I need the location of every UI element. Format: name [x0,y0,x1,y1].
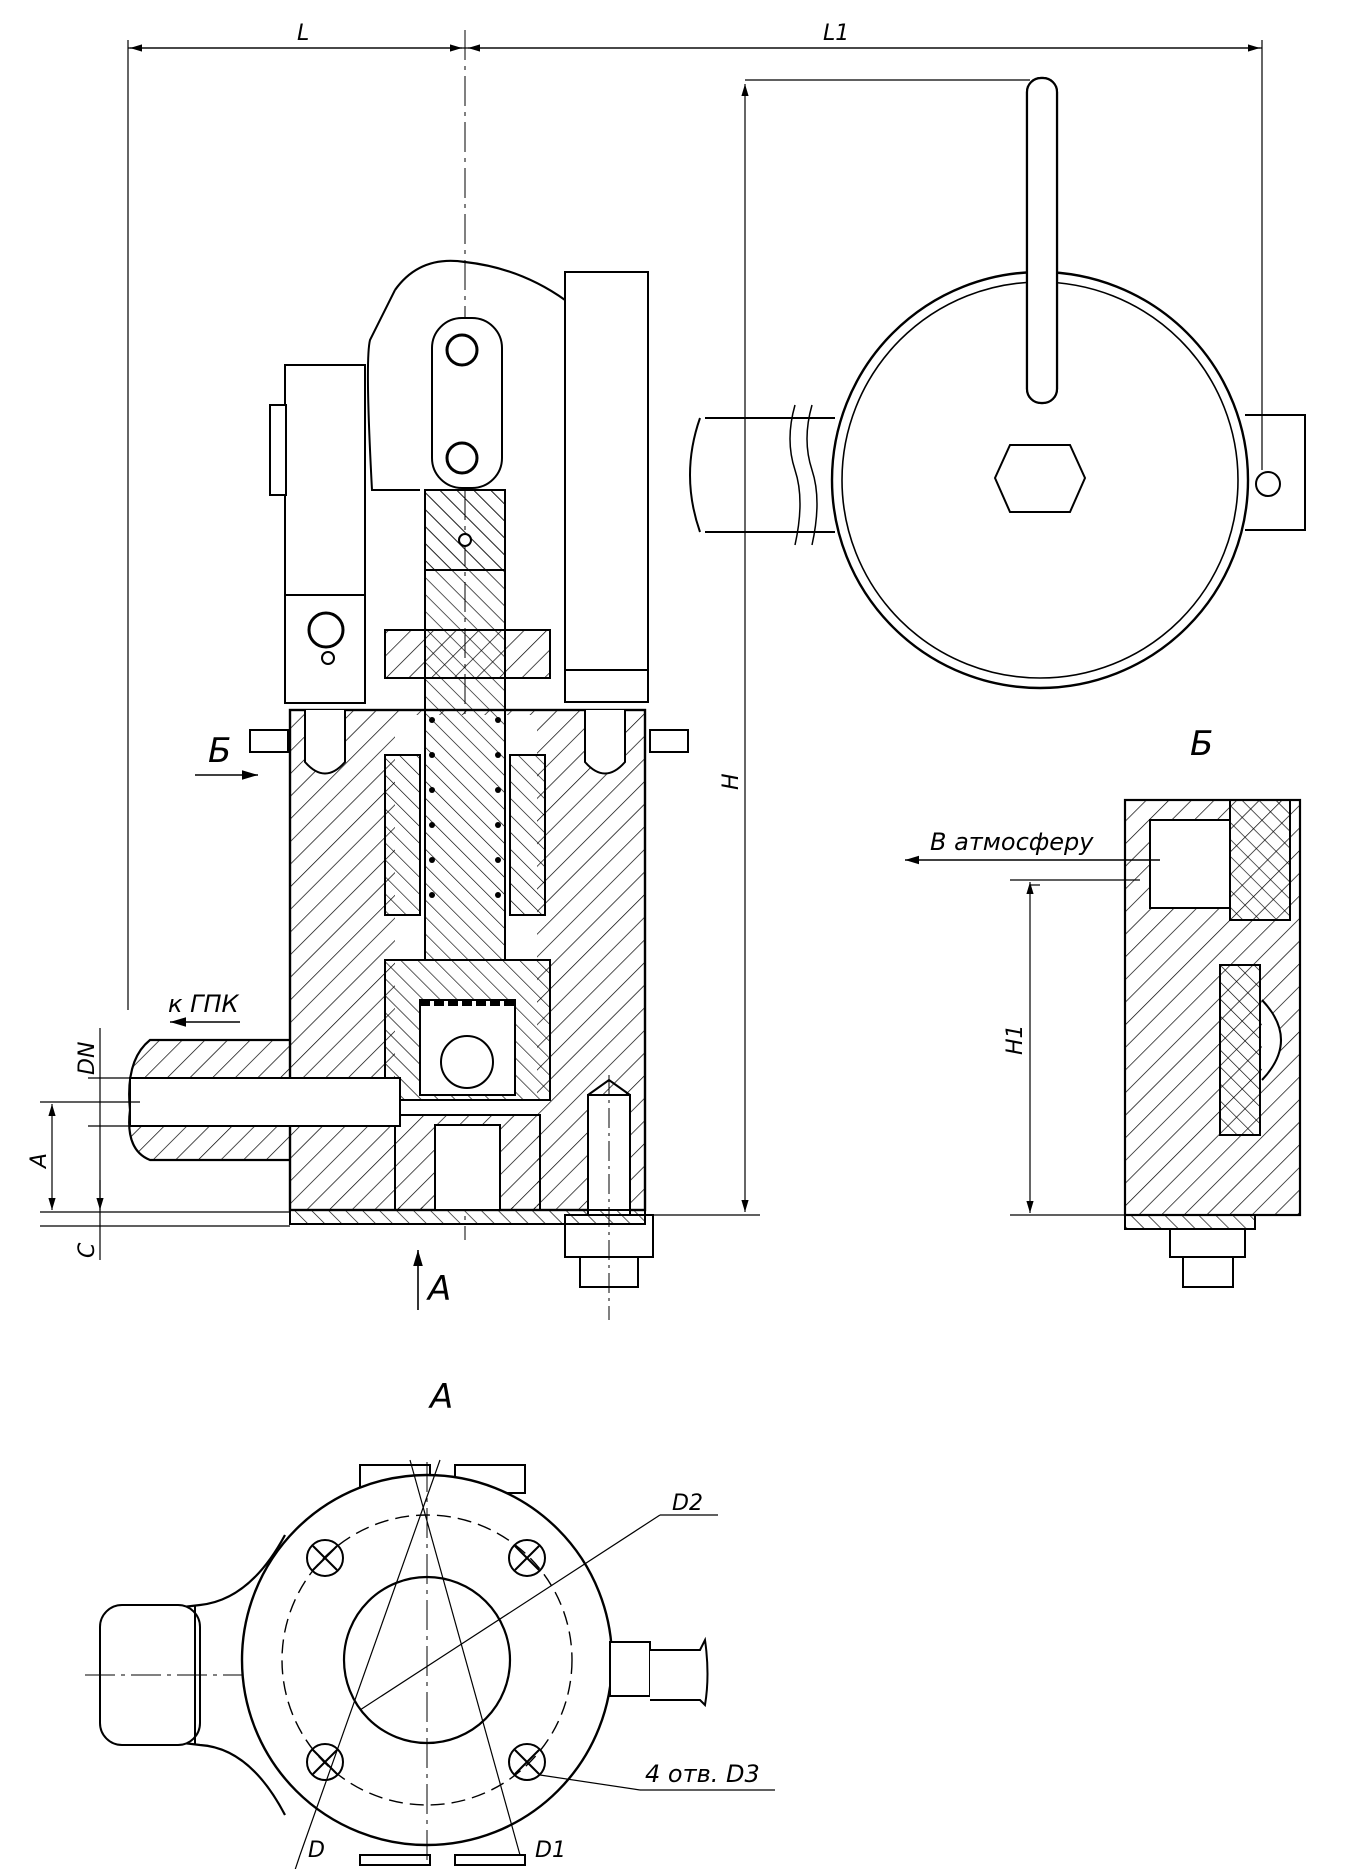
to-gpk-label: к ГПК [168,990,240,1018]
section-b-title: Б [1190,724,1213,764]
spring [429,717,501,898]
view-a [85,1459,775,1869]
section-b-view [905,798,1302,1288]
dim-d1: D1 [535,1838,566,1863]
dim-dn: DN [75,1042,100,1075]
dim-h1: H1 [1003,1024,1028,1055]
dim-d2: D2 [672,1491,703,1516]
dim-a: A [27,1153,52,1170]
dim-l1: L1 [823,21,849,46]
view-a-title: А [428,1377,453,1417]
dim-d: D [308,1838,325,1863]
section-b-mark: Б [208,731,231,771]
main-view [40,30,1306,1320]
dim-c: C [75,1242,100,1258]
to-atmosphere-label: В атмосферу [930,828,1094,856]
view-a-mark: А [426,1269,451,1309]
holes-label: 4 отв. D3 [645,1760,760,1788]
bolt-holes [306,1539,546,1781]
dim-h: H [719,773,744,790]
dim-l: L [297,21,309,46]
